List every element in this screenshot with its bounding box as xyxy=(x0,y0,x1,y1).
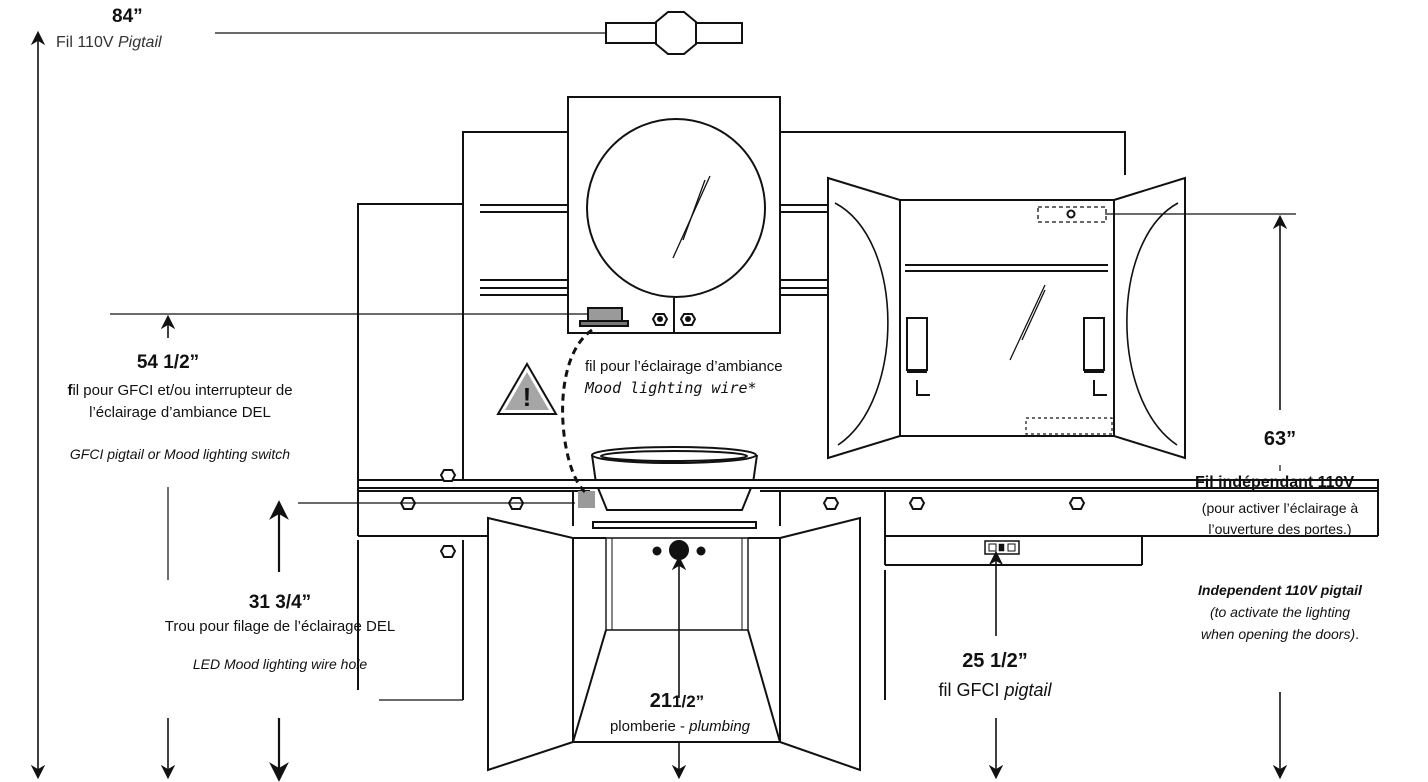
gfci-fr: fil GFCI xyxy=(938,680,1005,700)
mood-wire-fr: fil pour l’éclairage d’ambiance xyxy=(585,358,783,375)
indep-fr-title: Fil indépendant 110V xyxy=(1195,474,1355,491)
gfci-pigtail-label: fil GFCI pigtail xyxy=(910,680,1080,701)
vanity-body xyxy=(357,479,1379,566)
vanity-open-doors xyxy=(487,516,861,772)
medicine-cabinet-open xyxy=(827,176,1186,460)
dim-31-label: 31 3/4” xyxy=(248,592,312,613)
dim-84-label: 84” xyxy=(112,6,143,27)
ceiling-light-fixture xyxy=(605,11,743,55)
dim-25-label: 25 1/2” xyxy=(962,650,1028,672)
vanity-knobs xyxy=(399,469,1086,558)
plumbing-fr: plomberie - xyxy=(609,718,690,735)
pigtail-110v-label: Fil 110V Pigtail xyxy=(56,34,162,52)
plumbing-label: plomberie - plumbing xyxy=(580,718,780,735)
indep-en-title: Independent 110V pigtail xyxy=(1198,582,1362,598)
dim-54-en: GFCI pigtail or Mood lighting switch xyxy=(69,446,291,462)
dim-54-label: 54 1/2” xyxy=(136,352,200,373)
indep-fr-line2: (pour activer l’éclairage à xyxy=(1201,500,1359,516)
indep-en-line2: (to activate the lighting xyxy=(1209,604,1351,620)
reference-lines xyxy=(110,213,1296,701)
shelves xyxy=(480,204,828,296)
dim-54-fr-line2: l’éclairage d’ambiance DEL xyxy=(89,404,271,421)
dim-31-en: LED Mood lighting wire hole xyxy=(192,656,368,672)
drain-pipe-hole xyxy=(669,540,689,560)
warning-icon xyxy=(496,362,558,415)
gfci-en: pigtail xyxy=(1004,680,1052,700)
dim-63-label: 63” xyxy=(1263,428,1297,450)
dim-54-fr-rest: il pour GFCI et/ou interrupteur de xyxy=(72,382,293,399)
vanity-sink xyxy=(591,446,758,511)
dimension-arrows xyxy=(30,30,1288,782)
warning-icon-symbol: ! xyxy=(523,382,532,412)
indep-en-line3-text: when opening the doors) xyxy=(1201,626,1356,642)
mood-wire-en: Mood lighting wire* xyxy=(585,379,757,397)
dim-31-fr: Trou pour filage de l’éclairage DEL xyxy=(164,618,396,635)
round-mirror-cabinet xyxy=(567,96,781,334)
dim-21-label: 211/2” xyxy=(612,690,742,713)
back-wall xyxy=(357,131,1126,700)
indep-en-line3: when opening the doors). xyxy=(1180,626,1380,642)
gfci-outlet xyxy=(984,540,1020,555)
mood-lighting-wire xyxy=(561,328,593,494)
indep-en-line3-period: . xyxy=(1355,626,1359,642)
plumbing-en: plumbing xyxy=(689,718,751,735)
dim-54-fr-line1: fil pour GFCI et/ou interrupteur de xyxy=(40,382,320,399)
dim-21-fraction: 1/2” xyxy=(672,692,705,711)
dim-54-fr-bold: f xyxy=(67,382,73,399)
dim-21-whole: 21 xyxy=(649,690,673,712)
pigtail-110v-italic: Pigtail xyxy=(117,34,162,51)
pigtail-110v-text: Fil 110V xyxy=(56,34,114,51)
indep-fr-line3: l’ouverture des portes.) xyxy=(1208,521,1352,537)
